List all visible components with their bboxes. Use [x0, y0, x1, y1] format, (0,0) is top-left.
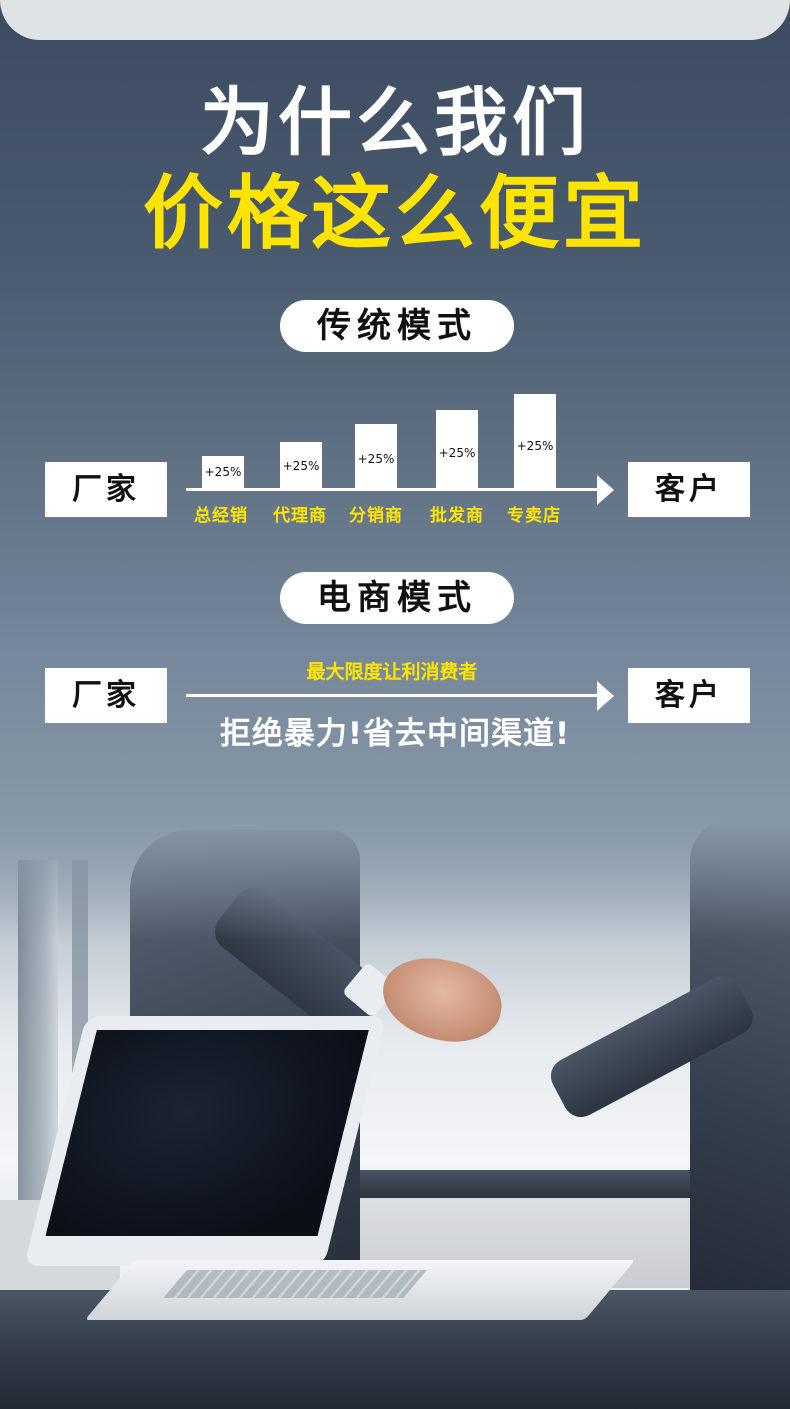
arrow-right-icon — [597, 475, 614, 505]
traditional-mode-pill: 传统模式 — [280, 300, 514, 352]
laptop-keyboard — [163, 1270, 427, 1298]
bar-stage-3 — [355, 424, 397, 489]
manufacturer-box: 厂家 — [45, 668, 167, 723]
handshake-photo — [0, 820, 790, 1409]
customer-box: 客户 — [628, 668, 750, 723]
flow-axis — [186, 694, 598, 697]
laptop-display — [45, 1030, 369, 1236]
laptop-base — [84, 1260, 636, 1320]
bar-label: +25% — [204, 465, 242, 479]
stage-label: 总经销 — [194, 506, 248, 526]
stage-label: 批发商 — [430, 506, 484, 526]
headline-line2: 价格这么便宜 — [143, 167, 647, 260]
bar-label: +25% — [357, 452, 395, 466]
top-card — [0, 0, 790, 40]
manufacturer-box: 厂家 — [45, 462, 167, 517]
bar-stage-4 — [436, 410, 478, 489]
headline-line1: 为什么我们 — [200, 80, 590, 166]
bar-stage-1 — [202, 456, 244, 489]
stage-label: 专卖店 — [507, 506, 561, 526]
bar-stage-5 — [514, 394, 556, 489]
laptop-screen — [24, 1016, 387, 1266]
ecommerce-mode-pill: 电商模式 — [280, 572, 514, 624]
ecommerce-subtitle: 最大限度让利消费者 — [306, 661, 478, 683]
flow-axis — [186, 488, 598, 491]
customer-box: 客户 — [628, 462, 750, 517]
stage-label: 分销商 — [349, 506, 403, 526]
ecommerce-slogan: 拒绝暴力!省去中间渠道! — [219, 716, 571, 752]
bar-label: +25% — [282, 459, 320, 473]
stage-label: 代理商 — [273, 506, 327, 526]
handshake — [375, 950, 509, 1050]
window-sill — [330, 1170, 750, 1198]
bar-label: +25% — [516, 439, 554, 453]
bar-stage-2 — [280, 442, 322, 489]
arrow-right-icon — [597, 681, 614, 711]
bar-label: +25% — [438, 446, 476, 460]
photo-fade — [0, 820, 790, 940]
